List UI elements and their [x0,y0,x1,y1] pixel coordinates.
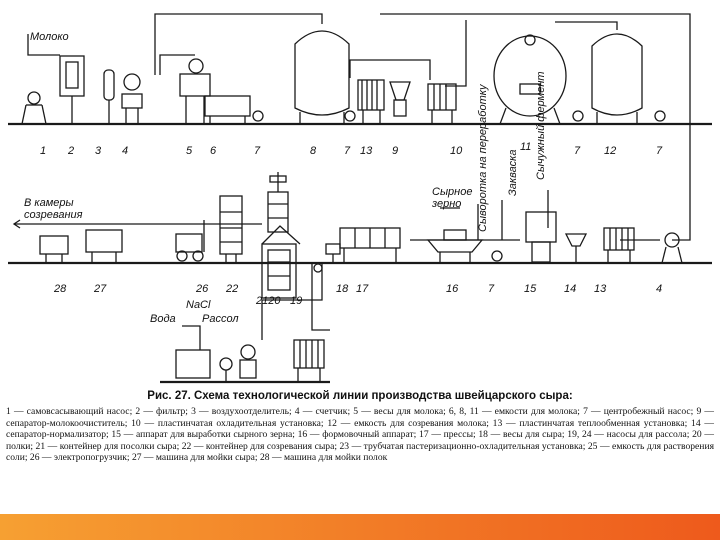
pos-number: 4 [656,283,662,295]
label-to-ripening-1: В камеры [24,197,74,209]
pos-number: 13 [594,283,607,295]
milk-tank-8 [294,30,350,124]
pos-number: 15 [524,283,537,295]
pos-number: 13 [360,145,373,157]
label-nacl: NaCl [186,299,211,311]
output-arrow [12,219,21,229]
separator-9 [389,81,411,117]
caption-legend: 1 — самовсасывающий насос; 2 — фильтр; 3… [6,406,714,464]
label-whey: Сыворотка на переработку [477,83,489,232]
pipeline-top-main [154,13,323,75]
self-priming-pump-1 [21,91,47,125]
pos-number: 6 [210,145,217,157]
electric-loader-26 [175,220,205,262]
figure-caption: Рис. 27. Схема технологической линии про… [6,390,714,464]
ripening-tank-12 [591,33,643,124]
pos-number: 7 [656,145,663,157]
pos-number: 12 [604,145,616,157]
pos-number: 7 [254,145,261,157]
pipeline-milk-in [27,34,60,56]
brine-pump-19 [313,263,323,273]
pos-number: 22 [225,283,238,295]
label-cheese-grain-2: зерно [431,198,461,210]
label-brine: Рассол [202,313,239,325]
milk-tank-11 [493,34,567,125]
pipeline-brine-loop [261,263,323,340]
shelf-washing-machine-28 [39,235,69,263]
pos-number: 7 [488,283,495,295]
pos-number: 7 [344,145,351,157]
filter-2 [59,55,85,124]
label-2120: 2120 [255,295,281,307]
pos-number: 28 [53,283,67,295]
cheese-grain-apparatus-15 [525,211,557,263]
counter-4 [121,73,143,124]
label-rennet: Сычужный фермент [535,71,547,180]
plate-heat-exchanger-13a [357,79,385,124]
label-milk: Молоко [30,31,69,43]
milk-tank-6 [204,95,251,124]
milk-scales-5 [179,58,211,124]
pipeline-to-tank12 [555,21,618,30]
pipeline-brine-return [311,263,330,331]
pump-7c [572,110,584,122]
plate-cooler-10b [293,339,325,382]
label-water: Вода [150,313,176,325]
pos-number: 19 [290,295,302,307]
pos-number: 17 [356,283,369,295]
pos-number: 4 [122,145,128,157]
air-separator-3 [103,69,115,124]
pos-number: 18 [336,283,349,295]
presses-17 [339,227,401,263]
cheese-scales-18 [325,243,341,263]
pipeline-small-loop [349,59,431,80]
cheese-washing-machine-27 [85,229,123,263]
label-starter: Закваска [507,150,519,197]
pos-number: 10 [450,145,463,157]
pump-7e [491,250,503,262]
pos-number: 26 [195,283,209,295]
forming-apparatus-16 [426,229,484,263]
pos-number: 1 [40,145,46,157]
accent-bar [0,514,720,540]
caption-title: Рис. 27. Схема технологической линии про… [147,390,573,402]
salt-dissolving-tank-25 [175,349,211,379]
label-to-ripening-2: созревания [24,209,83,221]
pump-7b [344,110,356,122]
plate-cooler-10a [427,83,457,124]
pipeline-top-return [159,54,195,75]
pos-number: 7 [574,145,581,157]
pos-number: 9 [392,145,398,157]
process-diagram: Молоко В камеры созревания Сырное зерно … [8,13,712,384]
pos-number: 14 [564,283,576,295]
label-cheese-grain-1: Сырное [432,186,472,198]
brine-pump-24 [219,357,233,382]
pasteurization-unit-23 [239,344,257,379]
pos-number: 27 [93,283,107,295]
plate-heat-exchanger-13b [603,227,635,263]
separator-normalizer-14 [564,233,588,263]
pipeline-top-mid [445,20,467,87]
pos-number: 16 [446,283,459,295]
pos-number: 11 [520,141,531,153]
pos-number: 8 [310,145,317,157]
shelves-20 [267,172,289,233]
pipeline-top-right [380,13,691,241]
salting-container-21 [261,225,301,299]
pos-number: 3 [95,145,102,157]
pump-7a [252,110,264,122]
counter-4b [661,232,683,264]
pump-7d [654,110,666,122]
pos-number: 5 [186,145,193,157]
pos-number: 2 [67,145,74,157]
pipeline-water-in [182,325,201,350]
ripening-container-22 [219,195,243,263]
